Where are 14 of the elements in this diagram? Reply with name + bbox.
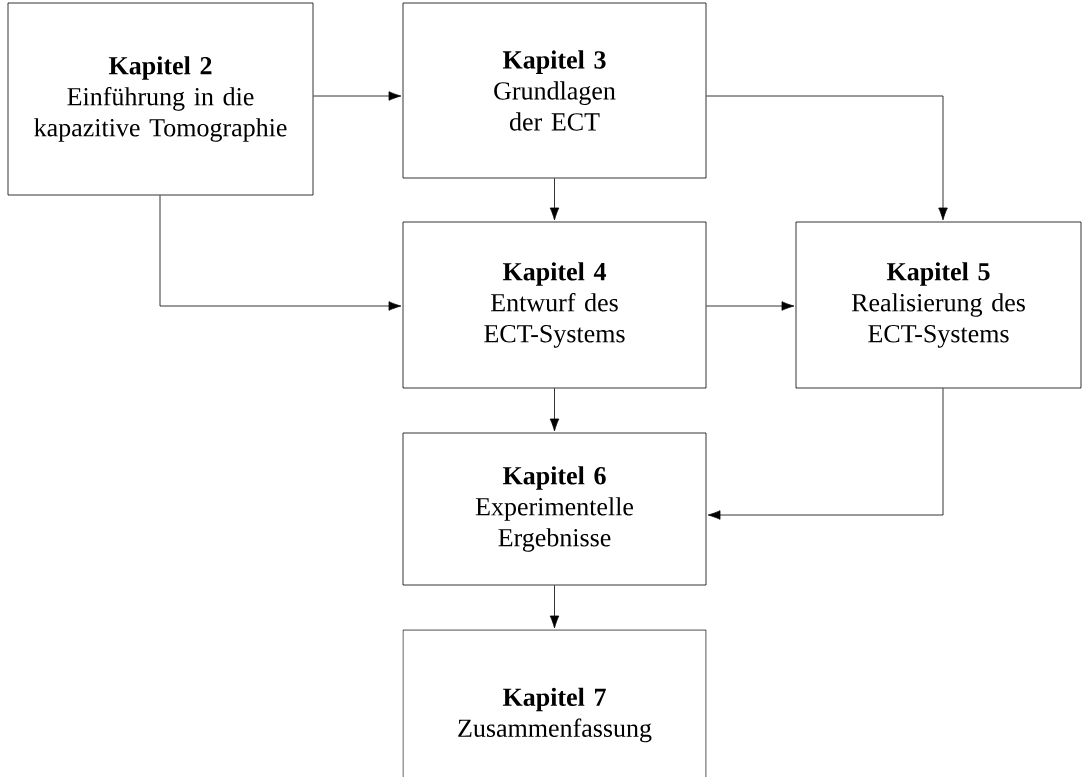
chapter-box: Kapitel 7 Zusammenfassung [402, 629, 707, 777]
arrow [549, 388, 560, 432]
chapter-box: Kapitel 6 Experimentelle Ergebnisse [402, 432, 707, 586]
arrow [707, 388, 944, 520]
arrow [313, 91, 402, 101]
arrow [549, 585, 560, 629]
chapter-box: Kapitel 5 Realisierung des ECT-Systems [795, 221, 1082, 389]
arrow [706, 301, 795, 311]
chapter-box: Kapitel 3 Grundlagen der ECT [402, 2, 707, 179]
chapter-box: Kapitel 4 Entwurf des ECT-Systems [402, 221, 707, 389]
arrow [549, 178, 560, 221]
chapter-box: Kapitel 2 Einführung in die kapazitive Tomographie [7, 2, 314, 196]
arrow [159, 195, 402, 311]
arrow [706, 95, 948, 221]
